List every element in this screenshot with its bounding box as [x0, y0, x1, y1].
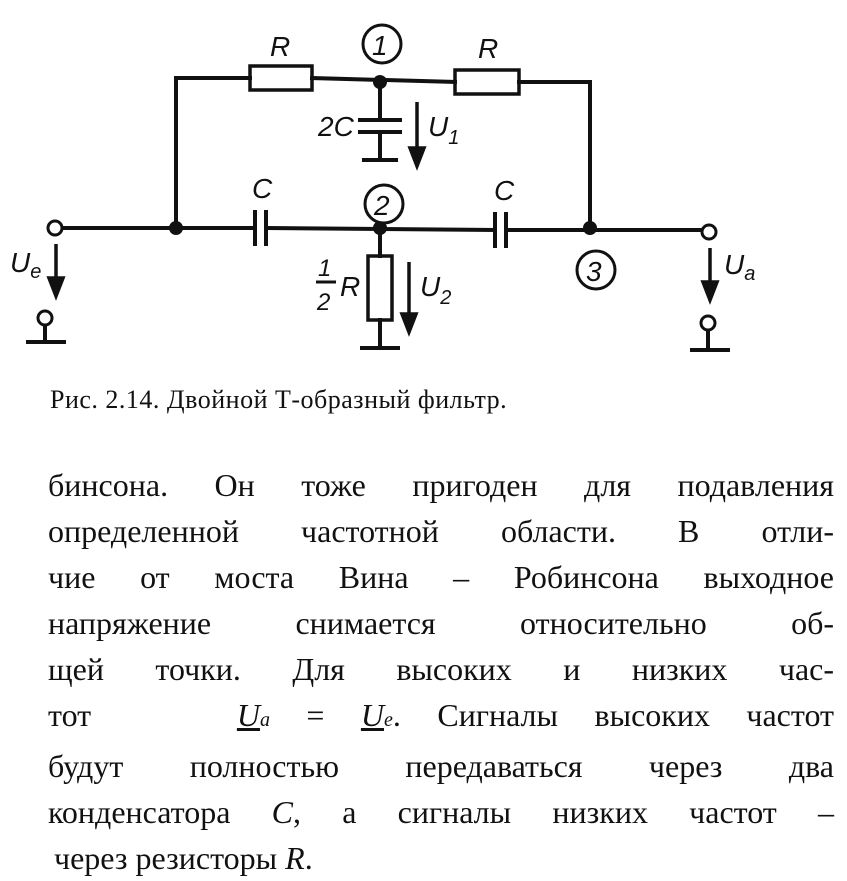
label-c-left: C	[252, 173, 273, 204]
text-line-6-end: . Сигналы высоких частот	[392, 697, 834, 733]
text-line-2: определенной частотной области. В отли-	[48, 513, 834, 549]
label-half-numerator: 1	[318, 255, 331, 282]
label-r-top-right: R	[478, 33, 498, 64]
figure-caption: Рис. 2.14. Двойной Т-образный фильтр.	[50, 385, 508, 414]
text-symbol-r: R	[285, 840, 305, 876]
label-u1-sub: 1	[448, 127, 459, 149]
input-terminal-top	[46, 219, 64, 237]
text-line-8-start: конденсатора	[48, 794, 231, 830]
formula-ue-sub: e	[384, 709, 393, 731]
label-half-denominator: 2	[316, 289, 330, 316]
arrow-ua-head	[700, 280, 720, 305]
junction-dot	[169, 221, 183, 235]
label-half-r: R	[340, 271, 360, 302]
node-2-circle	[363, 183, 405, 225]
junction-dot	[373, 221, 387, 235]
label-ua-sub: a	[744, 263, 755, 285]
label-r-top-left: R	[270, 31, 290, 62]
text-line-8: конденсатора C, а сигналы низких частот …	[48, 789, 834, 835]
arrow-u1-head	[407, 146, 427, 171]
arrow-u2-head	[399, 312, 419, 337]
label-ue-sub: e	[30, 261, 41, 283]
input-terminal-bottom	[36, 309, 54, 327]
label-u1: U1	[428, 111, 459, 149]
formula-ua-sub: a	[259, 709, 270, 731]
text-line-3: чие от моста Вина – Робинсона выходное	[48, 559, 834, 595]
label-u2-sub: 2	[439, 287, 451, 309]
resistor-half-r	[366, 254, 394, 322]
text-line-1: бинсона. Он тоже пригоден для подавления	[48, 467, 834, 503]
node-3-circle	[575, 249, 617, 291]
label-ua-main: U	[724, 249, 745, 280]
text-line-4: напряжение снимается относительно об-	[48, 605, 834, 641]
label-ua: Ua	[724, 249, 755, 285]
node-1-circle	[361, 23, 403, 65]
text-line-5: щей точки. Для высоких и низких час-	[48, 651, 834, 687]
output-terminal-top	[700, 223, 718, 241]
label-c-right: C	[494, 175, 515, 206]
resistor-r-left	[248, 64, 314, 92]
label-node-1: 1	[372, 30, 388, 61]
label-u2-main: U	[420, 271, 441, 302]
label-u2: U2	[420, 271, 451, 309]
label-2c: 2C	[317, 111, 355, 142]
text-symbol-c: C	[271, 794, 293, 830]
resistor-r-right	[453, 68, 521, 96]
label-node-3: 3	[586, 256, 602, 287]
text-line-8-end: , а сигналы низких частот –	[292, 794, 835, 830]
text-line-9: через резисторы R.	[48, 835, 834, 881]
formula-equals: =	[306, 697, 325, 733]
text-line-7: будут полностью передаваться через два	[48, 748, 834, 784]
formula-ue: U	[360, 697, 385, 733]
junction-dot	[583, 221, 597, 235]
twin-t-filter-diagram: R R 1 2C U1 C C 2 3 1 2 R U2 Ue Ua	[10, 23, 755, 352]
formula-ua: U	[236, 697, 260, 733]
label-u1-main: U	[428, 111, 449, 142]
text-line-6-start: тот	[48, 697, 92, 733]
label-node-2: 2	[373, 190, 390, 221]
arrow-ue-head	[46, 276, 66, 301]
label-ue: Ue	[10, 247, 41, 283]
label-ue-main: U	[10, 247, 31, 278]
junction-dot	[373, 75, 387, 89]
output-terminal-bottom	[699, 314, 717, 332]
body-text: бинсона. Он тоже пригоден для подавления…	[48, 462, 834, 881]
text-line-6: тот Ua = Ue. Сигналы высоких частот	[48, 692, 834, 743]
text-line-9-start: через резисторы	[54, 840, 278, 876]
text-line-9-end: .	[304, 840, 313, 876]
